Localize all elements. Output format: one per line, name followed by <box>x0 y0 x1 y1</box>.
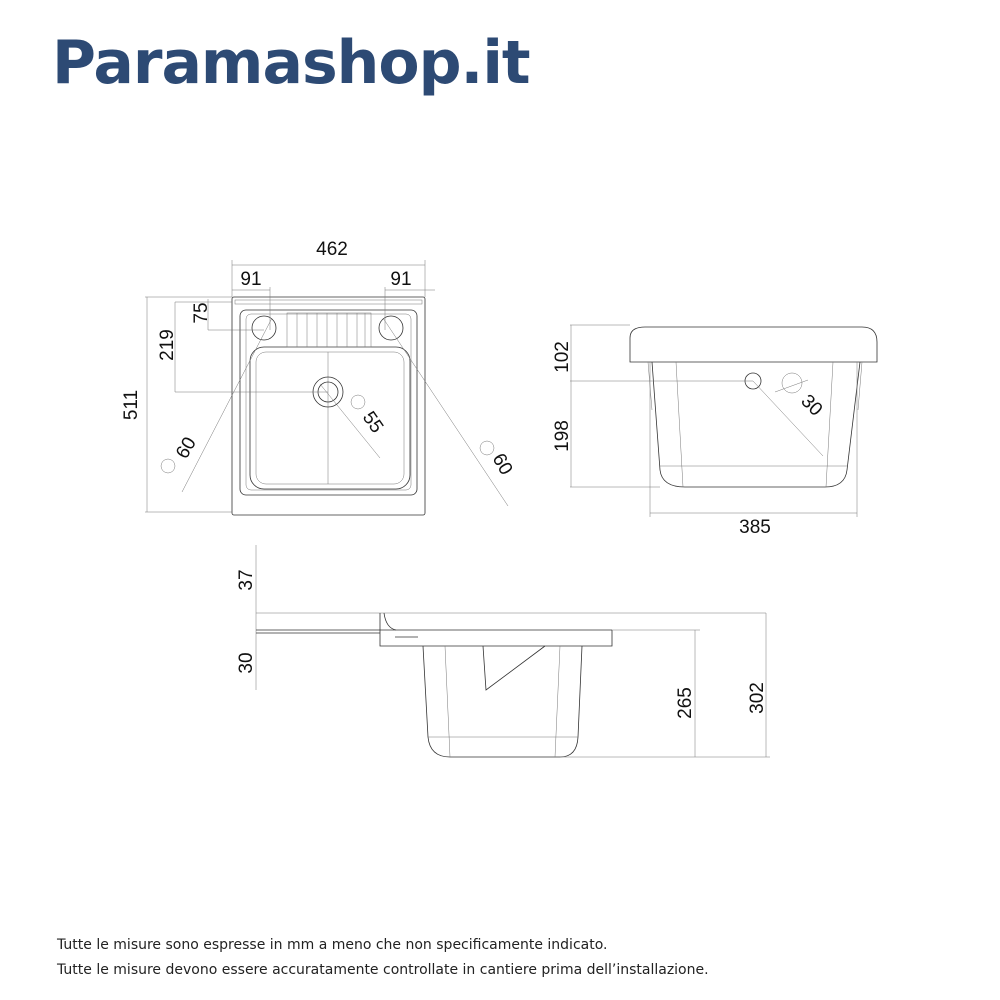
dim-total-height: 302 <box>747 682 768 714</box>
dim-right-hole: 60 <box>488 450 517 479</box>
dim-drain-distance: 219 <box>157 329 178 361</box>
drain-ribs <box>286 312 372 348</box>
brand-logo: Paramashop.it <box>52 28 531 98</box>
dim-rim-height: 102 <box>552 341 573 373</box>
dim-bowl-height: 198 <box>552 420 573 452</box>
dim-tap-hole: 75 <box>191 302 212 323</box>
front-view: 102 198 385 30 <box>552 324 878 538</box>
dim-bowl-depth: 265 <box>675 687 696 719</box>
dim-front-width: 385 <box>739 517 771 538</box>
note-units: Tutte le misure sono espresse in mm a me… <box>57 937 608 953</box>
dim-left-offset: 91 <box>240 269 261 290</box>
dim-right-offset: 91 <box>390 269 411 290</box>
side-view: 37 30 265 302 <box>236 545 770 758</box>
dim-left-hole: 60 <box>172 434 201 463</box>
note-verify: Tutte le misure devono essere accuratame… <box>57 962 709 978</box>
dim-overflow-diameter: 30 <box>796 391 826 421</box>
right-tap-hole <box>378 315 404 341</box>
dim-drain-diameter: 55 <box>358 408 387 437</box>
footer-notes: Tutte le misure sono espresse in mm a me… <box>57 933 709 983</box>
left-tap-hole <box>251 315 277 341</box>
dim-width: 462 <box>316 239 348 260</box>
dim-depth: 511 <box>121 390 142 420</box>
dim-top-offset: 37 <box>236 569 257 590</box>
top-view: 462 91 91 511 219 75 55 60 60 <box>121 239 517 516</box>
dim-flange-height: 30 <box>236 652 257 673</box>
basin-outline <box>249 346 411 490</box>
